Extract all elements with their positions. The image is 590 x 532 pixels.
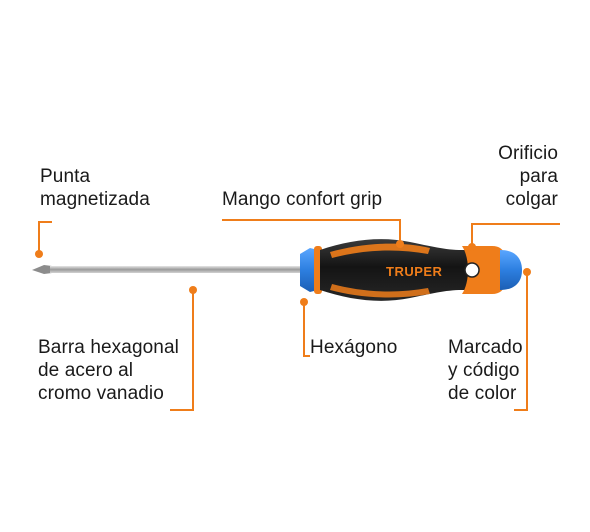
handle-end-cap [462, 246, 505, 294]
label-bar-line-1: Barra hexagonal [38, 337, 179, 358]
comfort-grip-handle [320, 239, 500, 301]
label-bar-line-2: de acero al [38, 360, 134, 381]
hexagon-collar [300, 248, 318, 292]
callout-line-grip [222, 219, 401, 244]
callout-line-bar [170, 290, 194, 411]
callout-line-hex [303, 304, 310, 357]
label-grip: Mango confort grip [222, 188, 382, 211]
callout-dot-hex [300, 298, 308, 306]
callout-line-tip [38, 221, 52, 252]
magnetic-tip [32, 265, 52, 274]
grip-orange-accent-bottom [330, 284, 430, 298]
callout-line-mark [514, 272, 528, 411]
callout-lines [38, 219, 560, 411]
callout-dot-hole [468, 243, 476, 251]
label-mark-line-2: y código [448, 360, 520, 381]
label-tip-line-1: Punta [40, 166, 91, 187]
callout-dots [35, 240, 531, 306]
truper-logo: TRUPER [386, 264, 443, 279]
grip-orange-accent [330, 243, 430, 258]
callout-dot-tip [35, 250, 43, 258]
label-tip-line-2: magnetizada [40, 189, 150, 210]
label-hole-line-2: para [519, 166, 558, 187]
callout-dot-grip [396, 240, 404, 248]
label-hole: Orificio para colgar [498, 142, 558, 211]
hanging-hole [464, 262, 480, 278]
label-hole-line-1: Orificio [498, 143, 558, 164]
callout-line-hole [471, 223, 560, 248]
label-hex-line-1: Hexágono [310, 337, 398, 358]
label-mark: Marcado y código de color [448, 336, 523, 405]
label-grip-line-1: Mango confort grip [222, 189, 383, 210]
label-hole-line-3: colgar [505, 189, 558, 210]
label-mark-line-1: Marcado [448, 337, 523, 358]
color-code-end [500, 250, 522, 290]
callout-dot-bar [189, 286, 197, 294]
callout-dot-mark [523, 268, 531, 276]
label-hex: Hexágono [310, 336, 397, 359]
hex-bar-shaft [50, 266, 305, 273]
label-mark-line-3: de color [448, 383, 517, 404]
label-bar-line-3: cromo vanadio [38, 383, 164, 404]
label-tip: Punta magnetizada [40, 165, 150, 211]
label-bar: Barra hexagonal de acero al cromo vanadi… [38, 336, 179, 405]
